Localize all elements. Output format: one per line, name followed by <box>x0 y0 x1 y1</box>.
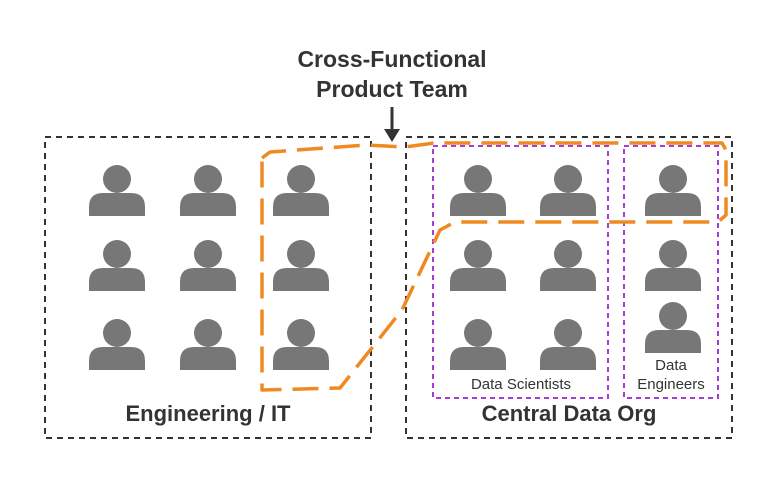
person-icon <box>180 319 236 370</box>
data-engineers-label-line2: Engineers <box>637 376 705 393</box>
person-icon <box>89 319 145 370</box>
engineering-it-box <box>44 136 372 439</box>
person-icon <box>540 319 596 370</box>
person-icon <box>450 165 506 216</box>
data-scientists-box <box>432 145 609 399</box>
person-icon <box>180 240 236 291</box>
data-engineers-label-line1: Data <box>655 357 687 374</box>
engineering-it-label: Engineering / IT <box>125 401 291 426</box>
person-icon <box>450 319 506 370</box>
person-icon <box>540 240 596 291</box>
diagram-title-line1: Cross-Functional <box>297 46 486 72</box>
cross-functional-team-outline <box>260 141 728 392</box>
central-data-org-box <box>405 136 733 439</box>
person-icon <box>180 165 236 216</box>
person-icon <box>645 240 701 291</box>
down-arrow-icon <box>384 107 400 142</box>
person-icon <box>89 240 145 291</box>
person-icon <box>540 165 596 216</box>
person-icon <box>89 165 145 216</box>
person-icon <box>645 165 701 216</box>
diagram-title-line2: Product Team <box>316 76 468 102</box>
central-data-org-label: Central Data Org <box>482 401 657 426</box>
data-engineers-box <box>623 145 719 399</box>
person-icon <box>645 302 701 353</box>
person-icon <box>273 319 329 370</box>
person-icon <box>450 240 506 291</box>
data-scientists-label: Data Scientists <box>471 376 571 393</box>
person-icon <box>273 165 329 216</box>
person-icon <box>273 240 329 291</box>
